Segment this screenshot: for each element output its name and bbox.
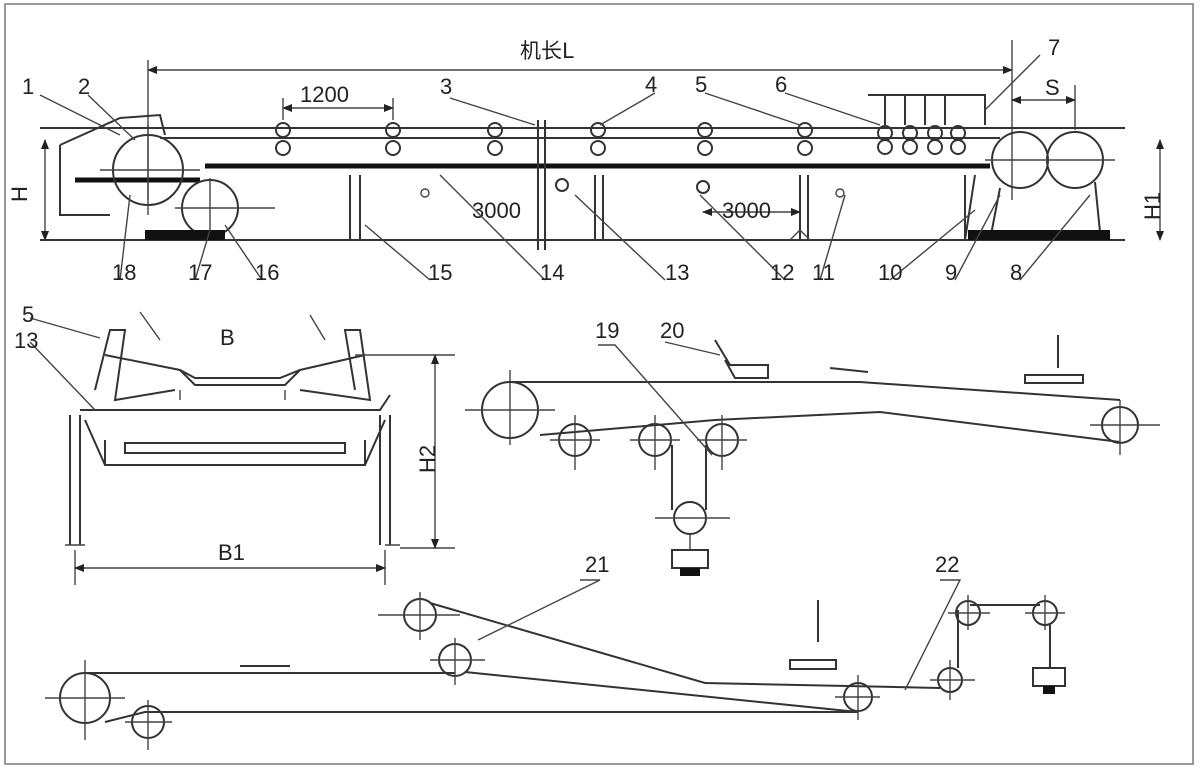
tail-base xyxy=(968,230,1110,240)
height-h2-label: H2 xyxy=(415,445,440,473)
belt-path-view2 xyxy=(85,672,858,723)
carry-idlers xyxy=(275,122,966,156)
frame-pitch-dimension-2: 3000 xyxy=(722,198,771,223)
svg-text:3: 3 xyxy=(440,74,452,99)
svg-text:18: 18 xyxy=(112,260,136,285)
return-idler-2 xyxy=(696,180,710,194)
tower-takeup xyxy=(957,604,1040,668)
svg-text:16: 16 xyxy=(255,260,279,285)
head-base xyxy=(145,230,225,240)
support-legs xyxy=(349,120,966,250)
gravity-takeup xyxy=(671,445,707,510)
svg-text:11: 11 xyxy=(812,260,835,285)
idler-right xyxy=(299,329,372,402)
return-section xyxy=(84,419,386,466)
svg-text:2: 2 xyxy=(78,74,90,99)
svg-text:13: 13 xyxy=(665,260,689,285)
svg-text:1: 1 xyxy=(22,74,34,99)
height-right-label: H1 xyxy=(1140,192,1165,220)
support-frame xyxy=(69,394,391,545)
svg-text:4: 4 xyxy=(645,72,657,97)
return-roller xyxy=(124,442,346,454)
part-labels-top: 1 2 3 4 5 6 7 xyxy=(22,35,1060,99)
svg-text:22: 22 xyxy=(935,552,959,577)
main-view: 机长L 1200 xyxy=(7,35,1165,285)
svg-text:5: 5 xyxy=(695,72,707,97)
head-chute xyxy=(59,113,166,216)
idler-center xyxy=(179,369,301,386)
takeup-view-1: 19 20 xyxy=(465,318,1160,576)
part-labels-bottom: 8 9 10 11 12 13 14 15 16 17 18 xyxy=(112,260,1022,285)
height-left-label: H xyxy=(7,186,32,202)
svg-text:7: 7 xyxy=(1048,35,1060,60)
idler-left xyxy=(94,329,176,402)
length-label: 机长L xyxy=(520,39,574,63)
svg-text:8: 8 xyxy=(1010,260,1022,285)
svg-text:15: 15 xyxy=(428,260,452,285)
spacing-label: S xyxy=(1045,75,1060,100)
pitch-dimension: 1200 xyxy=(300,82,349,107)
return-idler-1 xyxy=(555,178,569,192)
belt-trough xyxy=(104,354,366,379)
svg-text:17: 17 xyxy=(188,260,212,285)
snub-path xyxy=(429,602,941,713)
frame-width-label: B1 xyxy=(218,540,245,565)
svg-text:14: 14 xyxy=(540,260,564,285)
hopper-20 xyxy=(714,339,769,379)
frame-pitch-dimension-1: 3000 xyxy=(472,198,521,223)
svg-text:12: 12 xyxy=(770,260,794,285)
svg-text:19: 19 xyxy=(595,318,619,343)
svg-text:10: 10 xyxy=(878,260,902,285)
cross-section-view: B H2 B1 5 13 xyxy=(14,302,455,585)
belt-width-label: B xyxy=(220,325,235,350)
belt-path-view1 xyxy=(510,381,1121,443)
svg-text:5: 5 xyxy=(22,302,34,327)
svg-text:13: 13 xyxy=(14,328,38,353)
tail-hopper xyxy=(868,94,986,125)
frame-border xyxy=(4,3,1194,765)
svg-text:20: 20 xyxy=(660,318,684,343)
svg-text:6: 6 xyxy=(775,72,787,97)
svg-text:9: 9 xyxy=(945,260,957,285)
svg-text:21: 21 xyxy=(585,552,609,577)
takeup-view-2: 21 22 xyxy=(45,552,1066,750)
